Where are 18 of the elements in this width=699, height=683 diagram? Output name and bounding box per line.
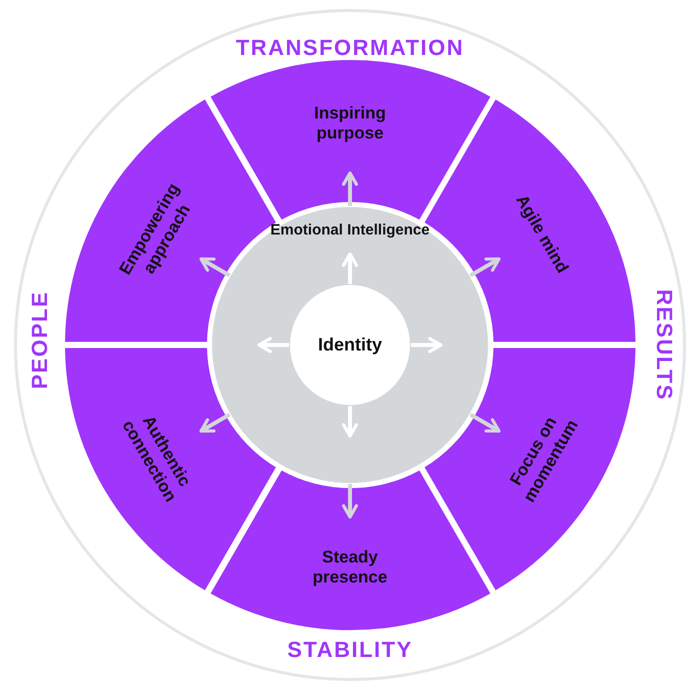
segment-label: Steady presence	[312, 547, 388, 587]
arrow	[342, 171, 358, 206]
arrow	[342, 252, 358, 284]
arrow	[411, 337, 443, 353]
arrow	[257, 337, 289, 353]
arrow	[199, 257, 231, 278]
section-label: TRANSFORMATION	[236, 35, 464, 61]
ring-label: Identity	[318, 334, 382, 356]
arrow	[469, 257, 501, 278]
ring-label: Emotional Intelligence	[270, 222, 430, 238]
arrow	[199, 412, 231, 433]
arrow	[342, 484, 358, 519]
section-label: PEOPLE	[27, 290, 53, 390]
segment-label: Inspiring purpose	[313, 103, 387, 143]
section-label: RESULTS	[651, 289, 677, 401]
section-label: STABILITY	[287, 637, 413, 663]
arrow	[469, 412, 501, 433]
arrow	[342, 406, 358, 438]
